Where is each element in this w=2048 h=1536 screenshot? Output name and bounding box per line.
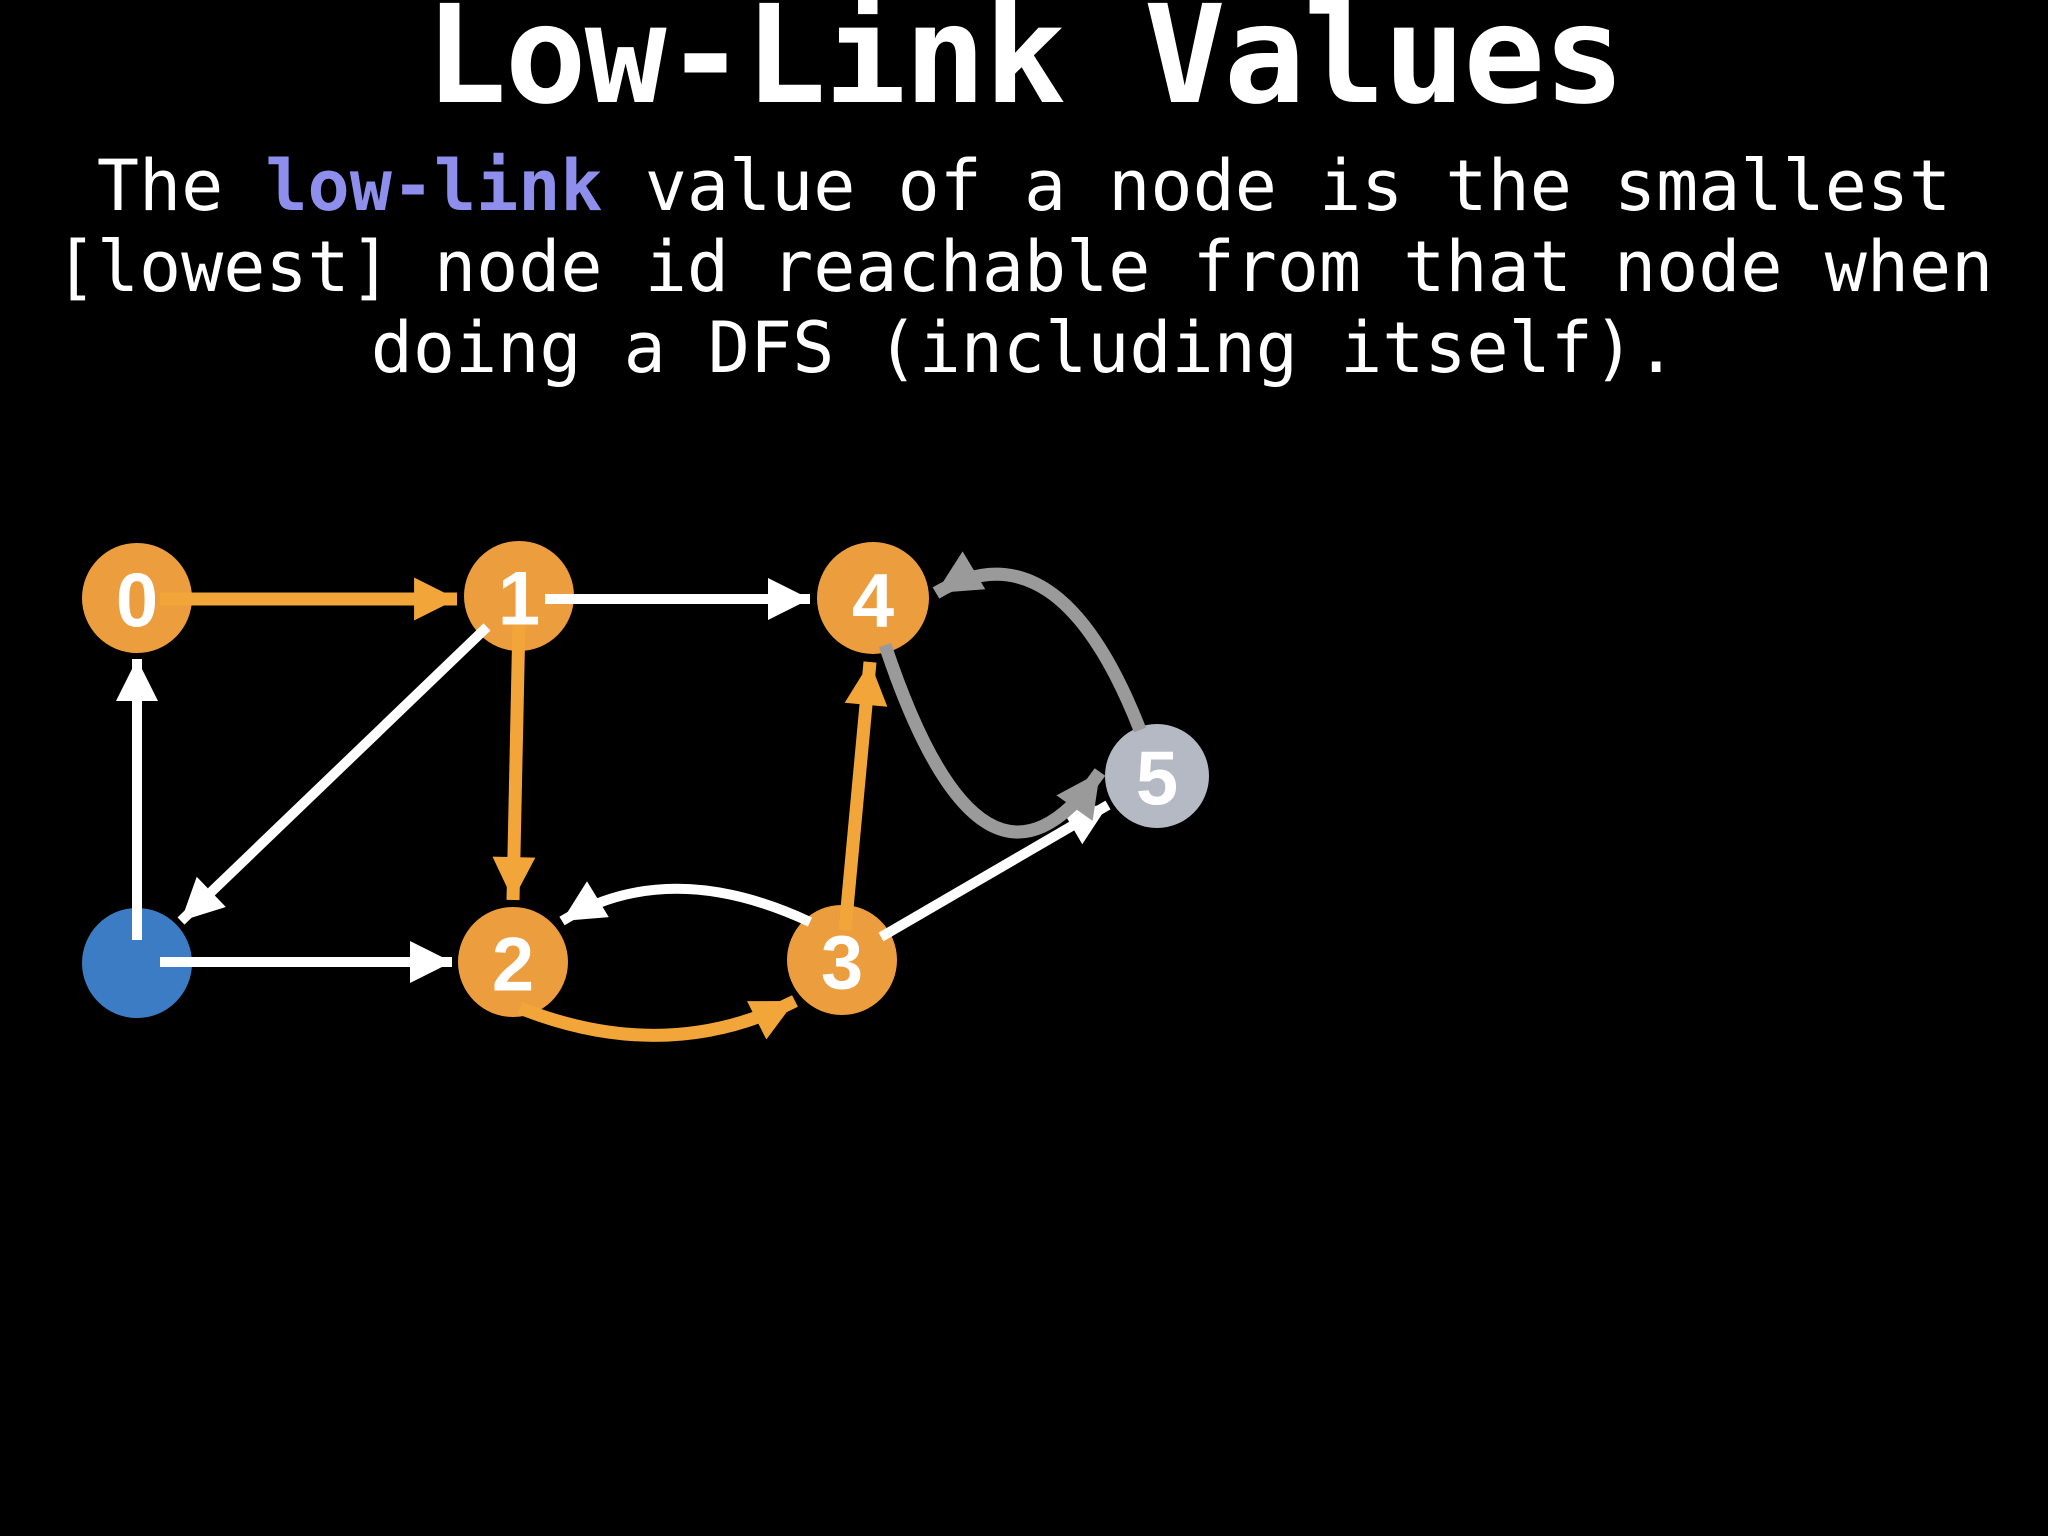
node-5 (1105, 724, 1209, 828)
node-1 (464, 541, 574, 651)
description-text: The (96, 145, 266, 227)
edge-5-to-4 (932, 551, 1147, 733)
node-3-label: 3 (821, 921, 863, 1006)
description-text: value of a node is the smallest (602, 145, 1952, 227)
page-title: Low-Link Values (424, 0, 1625, 135)
edge-3-to-2 (559, 881, 813, 927)
node-0 (82, 543, 192, 653)
node-1-label: 1 (498, 557, 540, 642)
node-5-label: 5 (1136, 737, 1178, 822)
description: The low-link value of a node is the smal… (0, 146, 2048, 389)
edge-3-to-4 (838, 661, 888, 931)
description-text: [lowest] node id reachable from that nod… (54, 226, 1994, 308)
edge-3-to-5 (878, 800, 1111, 942)
node-3 (787, 905, 897, 1015)
description-line-1: The low-link value of a node is the smal… (0, 146, 2048, 227)
edge-4-to-5 (878, 642, 1106, 839)
node-4-label: 4 (852, 559, 894, 644)
node-4 (817, 542, 929, 654)
low-link-highlight: low-link (265, 145, 603, 227)
edge-1-to-2 (492, 619, 536, 901)
node-blue-current (82, 908, 192, 1018)
edge-2-to-3 (517, 995, 798, 1042)
edge-1-to-6 (177, 623, 491, 925)
node-2-label: 2 (492, 923, 534, 1008)
node-2 (458, 907, 568, 1017)
description-text: doing a DFS (including itself). (370, 307, 1678, 389)
description-line-2: [lowest] node id reachable from that nod… (0, 227, 2048, 308)
node-0-label: 0 (116, 559, 158, 644)
description-line-3: doing a DFS (including itself). (0, 308, 2048, 389)
